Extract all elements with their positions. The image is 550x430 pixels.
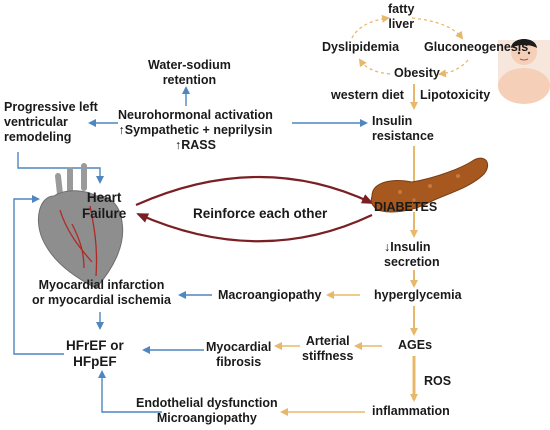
arrow-progressive-to-heart [17, 152, 104, 184]
person-icon [498, 39, 550, 104]
ros-label: ROS [424, 374, 452, 388]
macroangiopathy-label: Macroangiopathy [218, 288, 322, 302]
cycle-arrow-gluco-to-obesity [438, 59, 469, 78]
hyperglycemia-label: hyperglycemia [374, 288, 462, 302]
heart-icon [38, 163, 124, 289]
cycle-arrow-liver-to-gluco [411, 17, 464, 40]
cycle-arrow-dyslip-to-liver [351, 14, 390, 39]
reinforce-arrow-bottom [136, 212, 373, 243]
neurohormonal-label: Neurohormonal activation↑Sympathetic + n… [118, 108, 273, 152]
cycle-arrow-obesity-to-dyslip [358, 58, 391, 75]
arrow-endothelial-to-hfref [98, 370, 162, 413]
gluconeogenesis-label: Gluconeogenesis [424, 40, 529, 54]
lipotoxicity-label: Lipotoxicity [420, 88, 491, 102]
inflammation-label: inflammation [372, 404, 450, 418]
pancreas-icon [370, 157, 489, 213]
obesity-label: Obesity [394, 66, 440, 80]
diabetes-label: DIABETES [374, 200, 438, 214]
arrow-hfref-to-heart [13, 195, 64, 355]
reinforce-arrow-top [135, 175, 374, 207]
ages-label: AGEs [398, 338, 433, 352]
reinforce-label: Reinforce each other [193, 206, 328, 221]
dyslipidemia-label: Dyslipidemia [322, 40, 400, 54]
western-diet-label: western diet [331, 88, 404, 102]
